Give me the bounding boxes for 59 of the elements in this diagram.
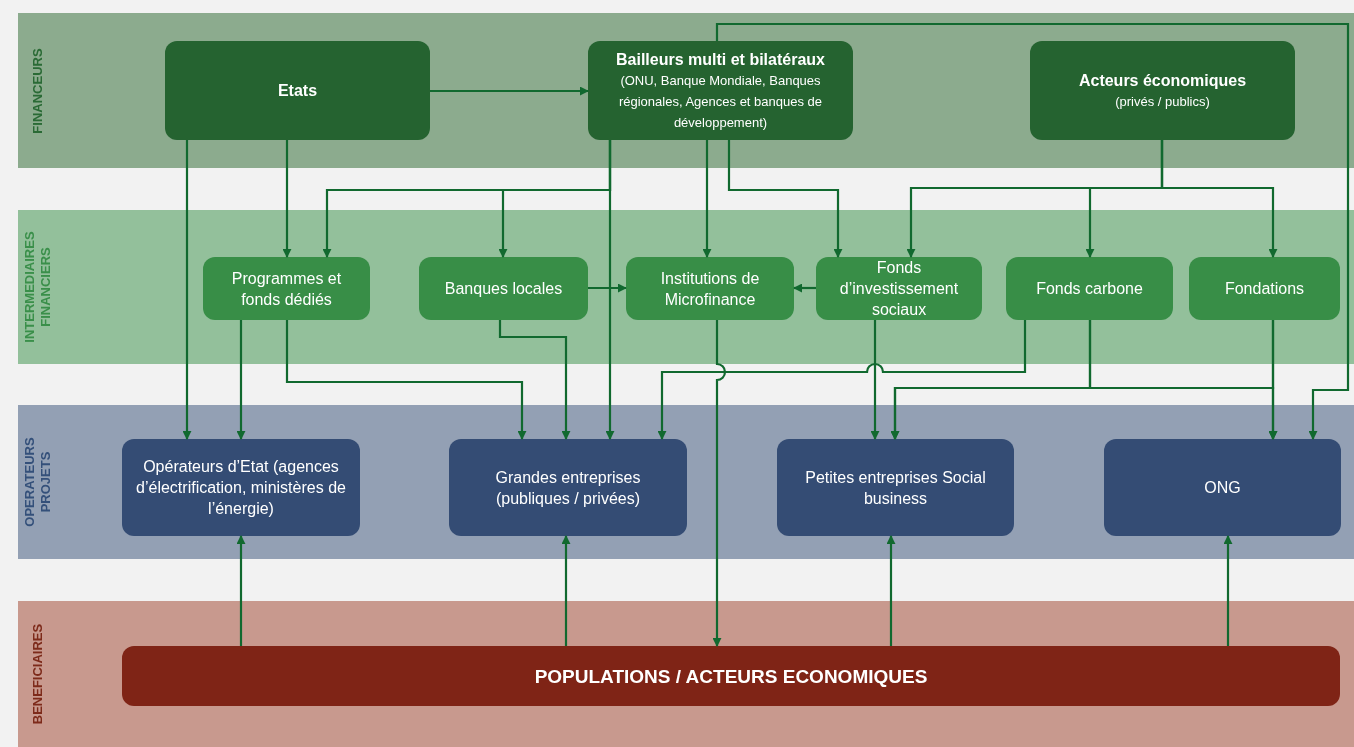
process-box bbox=[777, 439, 1014, 536]
lane-label: INTERMEDIAIRES FINANCIERS bbox=[22, 230, 54, 345]
box-title: Fondations bbox=[1224, 279, 1305, 299]
process-box bbox=[1030, 41, 1295, 140]
arrow bbox=[182, 140, 192, 440]
process-box bbox=[588, 41, 853, 140]
box-title: POPULATIONS / ACTEURS ECONOMIQUES bbox=[534, 665, 928, 687]
arrow bbox=[236, 320, 246, 440]
swimlane-band bbox=[18, 13, 1354, 168]
process-box bbox=[449, 439, 687, 536]
arrow bbox=[282, 140, 292, 258]
box-title: Fonds d’investissement sociaux bbox=[838, 258, 960, 320]
box-title: Programmes et fonds dédiés bbox=[230, 268, 343, 310]
box-title: Institutions de Microfinance bbox=[659, 268, 761, 310]
process-box bbox=[1104, 439, 1341, 536]
process-box bbox=[419, 257, 588, 320]
box-title: ONG bbox=[1204, 478, 1241, 498]
box-description: (privés / publics) bbox=[1115, 92, 1210, 111]
arrow bbox=[588, 283, 627, 293]
lane-label: BENEFICIAIRES bbox=[30, 622, 46, 727]
process-box bbox=[203, 257, 370, 320]
swimlane-band bbox=[18, 405, 1354, 559]
box-title: Bailleurs multi et bilatéraux bbox=[616, 49, 825, 70]
lane-label: FINANCEURS bbox=[30, 46, 46, 136]
box-title: Etats bbox=[277, 81, 318, 101]
arrow bbox=[886, 535, 896, 646]
arrow bbox=[498, 320, 571, 440]
process-box bbox=[122, 439, 360, 536]
arrow bbox=[605, 140, 615, 440]
arrow bbox=[236, 535, 246, 646]
arrow bbox=[702, 140, 712, 258]
box-title: Fonds carbone bbox=[1036, 279, 1143, 299]
arrow bbox=[870, 320, 880, 440]
process-box bbox=[1189, 257, 1340, 320]
box-description: (ONU, Banque Mondiale, Banques régionales, Agences et banques de développement) bbox=[617, 71, 824, 132]
process-box bbox=[165, 41, 430, 140]
box-title: Grandes entreprises (publiques / privées) bbox=[494, 467, 642, 509]
arrow bbox=[727, 140, 843, 258]
process-box bbox=[122, 646, 1340, 706]
arrow bbox=[890, 320, 1275, 440]
arrow bbox=[1160, 140, 1278, 258]
swimlane-band bbox=[18, 601, 1354, 747]
arrow bbox=[793, 283, 816, 293]
process-box bbox=[626, 257, 794, 320]
arrow bbox=[430, 86, 589, 96]
swimlane-band bbox=[18, 210, 1354, 364]
arrow bbox=[715, 22, 1350, 440]
box-title: Opérateurs d’Etat (agences d’électrification, ministères de l’énergie) bbox=[135, 457, 347, 519]
process-box bbox=[1006, 257, 1173, 320]
arrow bbox=[657, 320, 1027, 440]
arrow bbox=[285, 320, 527, 440]
process-box bbox=[816, 257, 982, 320]
lane-label: OPERATEURS PROJETS bbox=[22, 436, 54, 529]
box-title: Acteurs économiques bbox=[1078, 70, 1247, 91]
box-title: Petites entreprises Social business bbox=[804, 467, 987, 509]
box-title: Banques locales bbox=[444, 279, 563, 299]
arrow bbox=[561, 535, 571, 646]
arrow bbox=[712, 320, 727, 647]
arrow bbox=[1223, 535, 1233, 646]
